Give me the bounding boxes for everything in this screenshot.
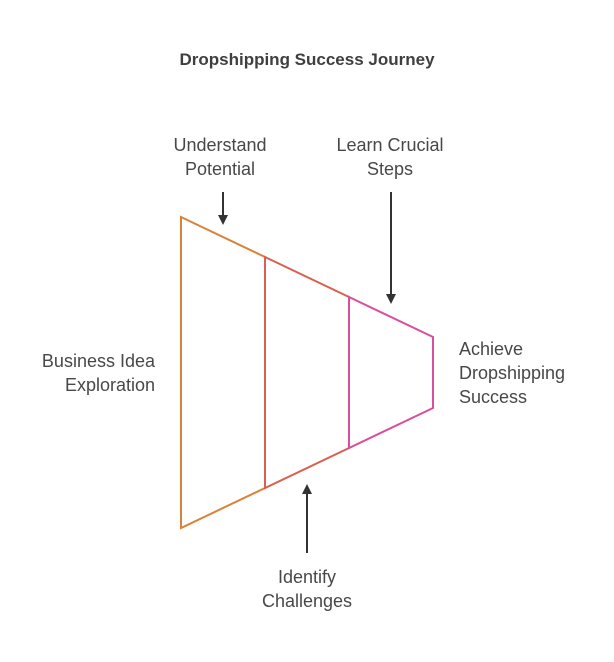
funnel-segment-identify (264, 255, 350, 490)
label-understand-potential: Understand Potential (173, 135, 267, 179)
label-business-idea-exploration: Business Idea Exploration (41, 351, 155, 395)
label-learn-crucial-steps: Learn Crucial Steps (336, 135, 444, 179)
funnel-segment-achieve (348, 295, 434, 450)
diagram-title: Dropshipping Success Journey (179, 50, 435, 69)
label-identify-challenges: Identify Challenges (261, 567, 353, 611)
label-achieve-dropshipping-success: Achieve Dropshipping Success (459, 339, 566, 407)
funnel-segment-business (180, 215, 266, 530)
